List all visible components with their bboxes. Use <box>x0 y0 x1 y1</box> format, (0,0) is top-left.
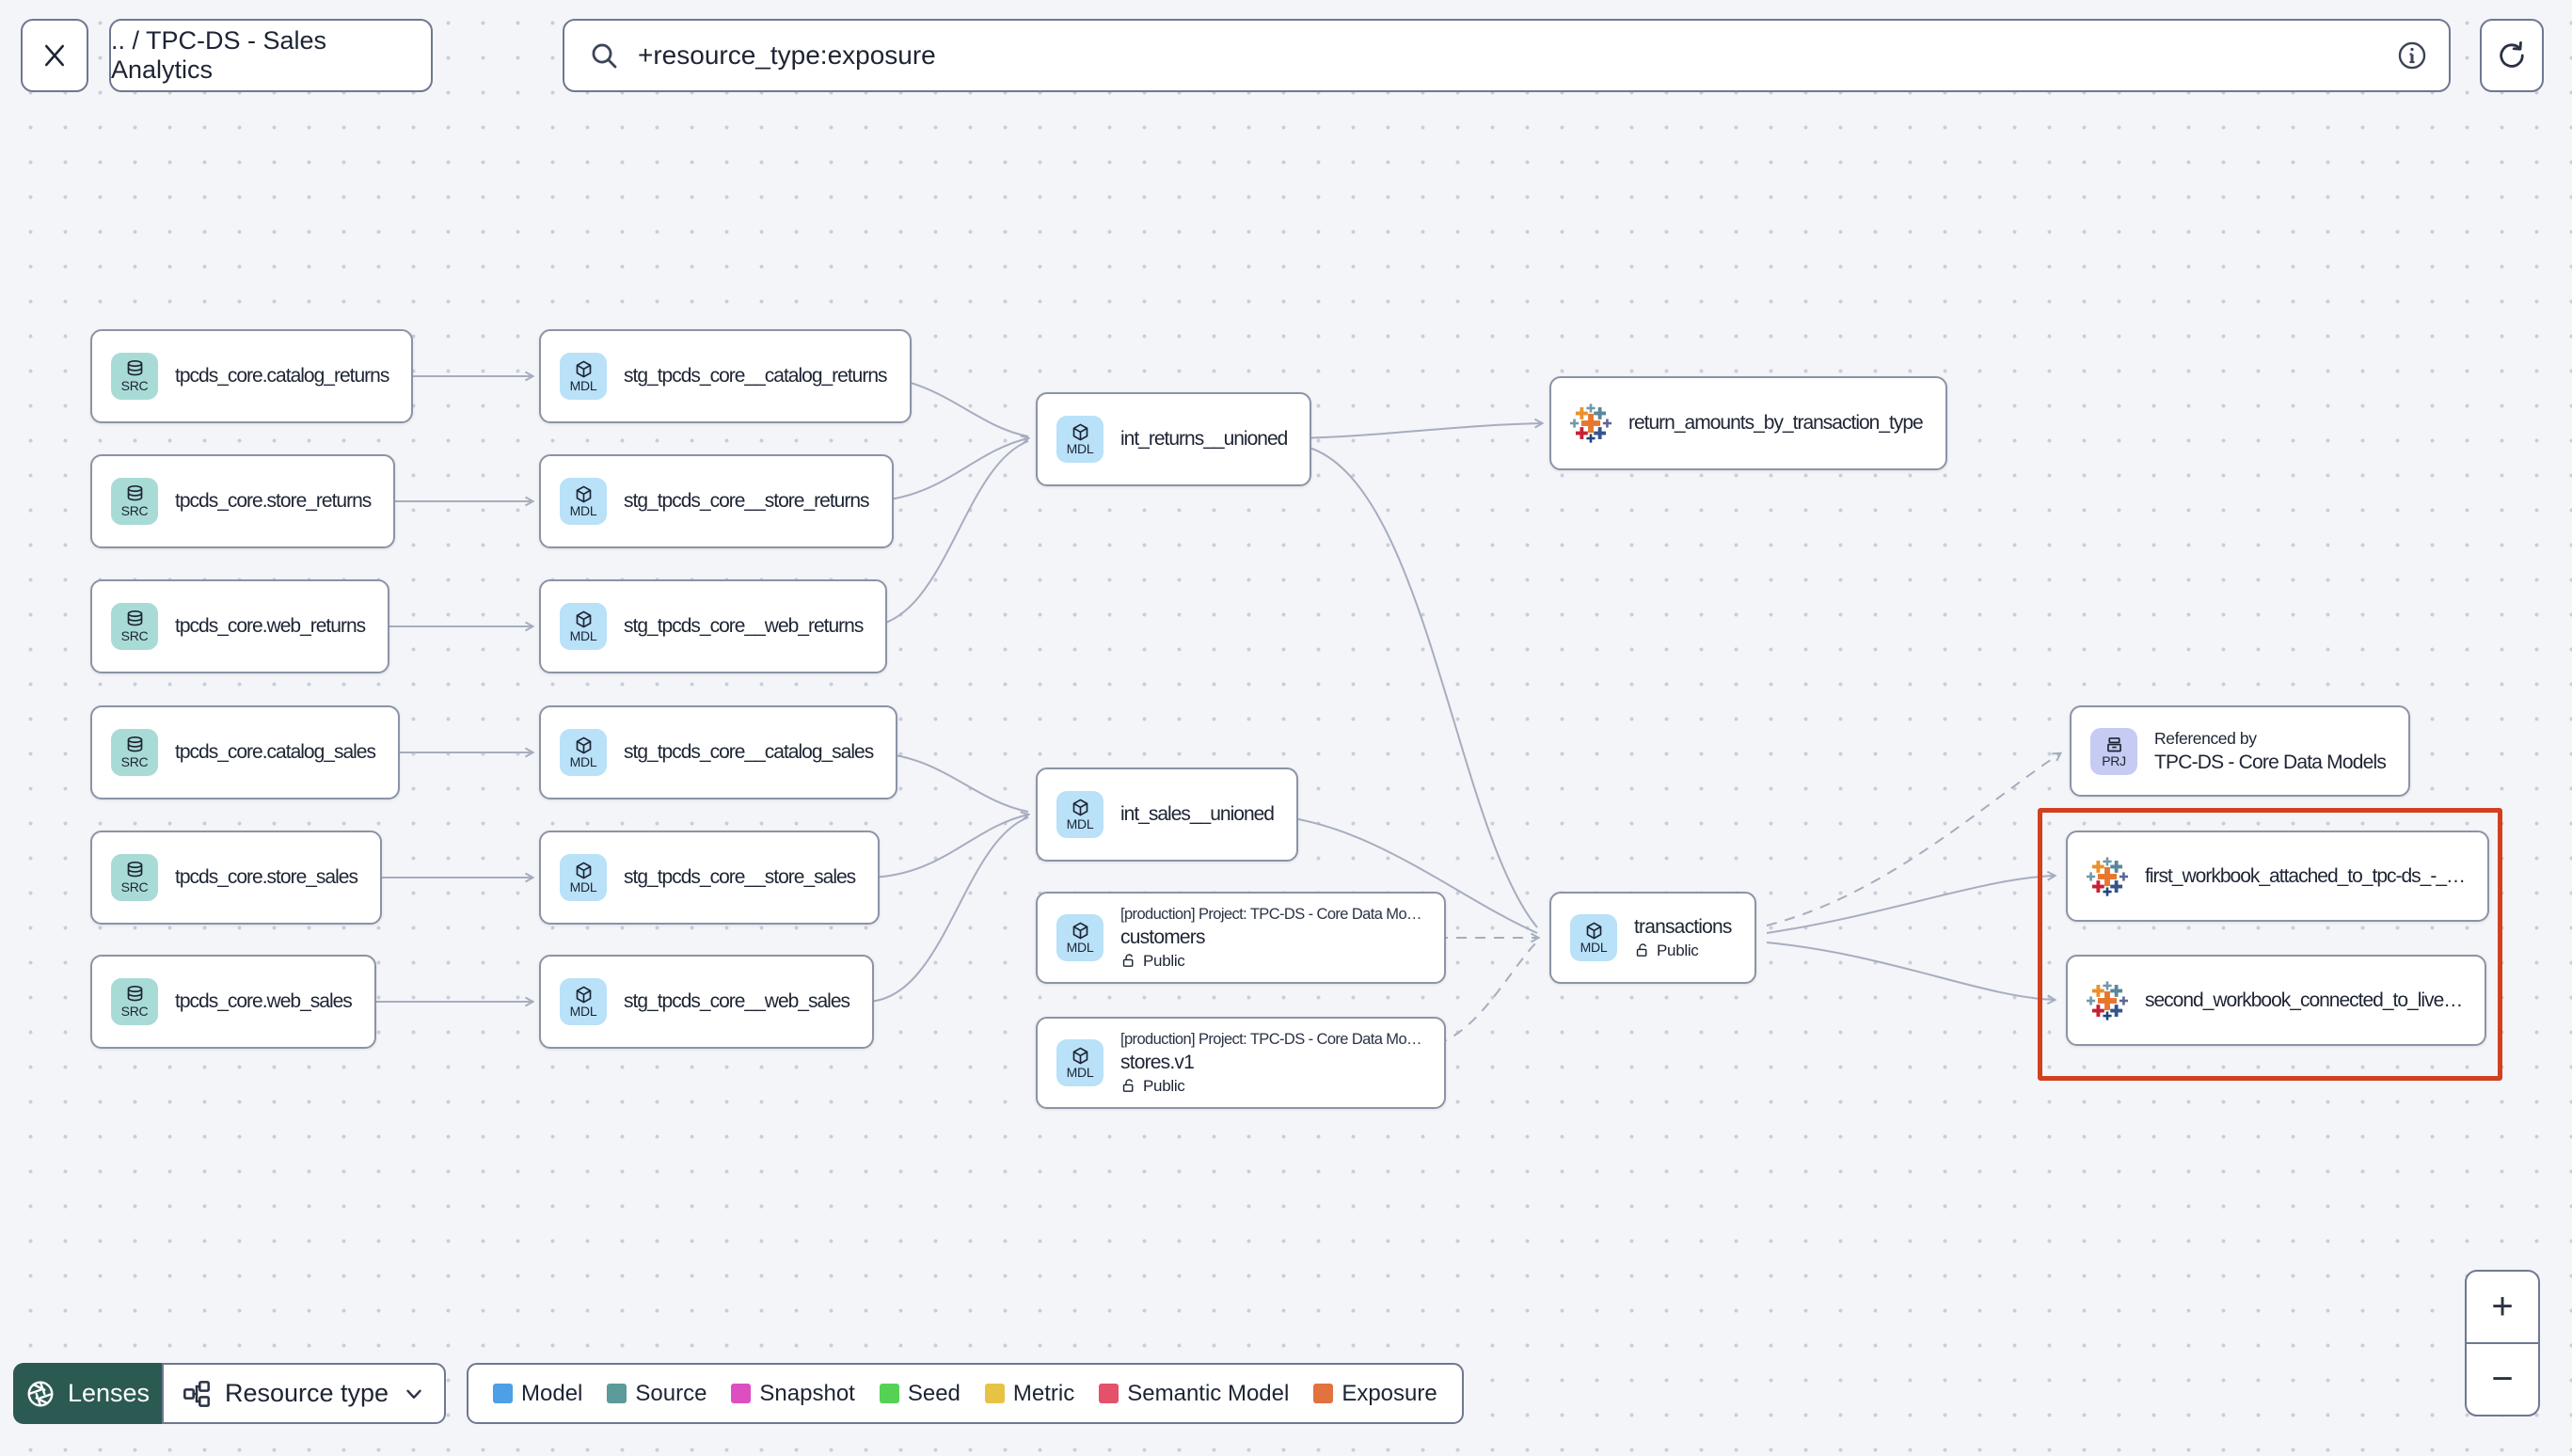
node-source-catalog-sales[interactable]: SRC tpcds_core.catalog_sales <box>90 705 400 799</box>
model-badge-icon: MDL <box>1056 914 1103 961</box>
model-badge-icon: MDL <box>1056 791 1103 838</box>
access-label: Public <box>1657 941 1699 959</box>
node-stg-catalog-sales[interactable]: MDL stg_tpcds_core__catalog_sales <box>539 705 898 799</box>
node-exposure-return-amounts[interactable]: return_amounts_by_transaction_type <box>1549 376 1947 470</box>
tableau-icon <box>2087 980 2128 1021</box>
project-line: [production] Project: TPC-DS - Core Data… <box>1120 905 1422 923</box>
access-label: Public <box>1143 1076 1185 1095</box>
model-badge-icon: MDL <box>1570 914 1617 961</box>
lock-open-icon <box>1120 953 1136 969</box>
referenced-project-name: TPC-DS - Core Data Models <box>2154 751 2387 773</box>
model-badge-icon: MDL <box>560 854 607 901</box>
legend-swatch-metric <box>984 1384 1005 1403</box>
breadcrumb[interactable]: .. / TPC-DS - Sales Analytics <box>109 19 433 92</box>
node-stg-store-returns[interactable]: MDL stg_tpcds_core__store_returns <box>539 454 894 548</box>
legend-swatch-exposure <box>1313 1384 1334 1403</box>
lock-open-icon <box>1634 942 1650 958</box>
legend-item-exposure: Exposure <box>1313 1381 1437 1407</box>
model-badge-icon: MDL <box>560 478 607 525</box>
search-input[interactable] <box>636 40 2396 71</box>
node-transactions[interactable]: MDL transactions Public <box>1549 892 1756 984</box>
legend-swatch-source <box>607 1384 627 1403</box>
node-exposure-first-workbook[interactable]: first_workbook_attached_to_tpc-ds_-_… <box>2066 831 2490 922</box>
aperture-icon <box>25 1379 56 1409</box>
lock-open-icon <box>1120 1078 1136 1094</box>
node-stores-v1[interactable]: MDL [production] Project: TPC-DS - Core … <box>1036 1017 1446 1109</box>
resource-tree-icon <box>182 1379 212 1409</box>
model-badge-icon: MDL <box>560 729 607 776</box>
legend-swatch-model <box>493 1384 513 1403</box>
referenced-by-title: Referenced by <box>2154 728 2257 748</box>
model-badge-icon: MDL <box>560 978 607 1025</box>
legend-item-seed: Seed <box>879 1381 961 1407</box>
node-source-web-returns[interactable]: SRC tpcds_core.web_returns <box>90 579 390 673</box>
node-stg-catalog-returns[interactable]: MDL stg_tpcds_core__catalog_returns <box>539 329 912 423</box>
highlight-rectangle <box>2038 808 2502 1081</box>
legend-item-model: Model <box>493 1381 582 1407</box>
search-bar[interactable] <box>563 19 2451 92</box>
model-badge-icon: MDL <box>560 353 607 400</box>
refresh-button[interactable] <box>2480 19 2544 92</box>
source-badge-icon: SRC <box>111 978 158 1025</box>
legend-swatch-seed <box>879 1384 899 1403</box>
access-label: Public <box>1143 951 1185 970</box>
project-line: [production] Project: TPC-DS - Core Data… <box>1120 1030 1422 1048</box>
tableau-icon <box>2087 856 2128 897</box>
breadcrumb-label: .. / TPC-DS - Sales Analytics <box>111 26 327 84</box>
resource-type-legend: Model Source Snapshot Seed Metric Semant… <box>467 1363 1464 1424</box>
node-source-web-sales[interactable]: SRC tpcds_core.web_sales <box>90 955 376 1049</box>
node-exposure-second-workbook[interactable]: second_workbook_connected_to_live… <box>2066 955 2487 1046</box>
node-stg-web-sales[interactable]: MDL stg_tpcds_core__web_sales <box>539 955 875 1049</box>
model-name: transactions <box>1634 915 1732 938</box>
node-stg-web-returns[interactable]: MDL stg_tpcds_core__web_returns <box>539 579 888 673</box>
legend-item-snapshot: Snapshot <box>731 1381 855 1407</box>
node-stg-store-sales[interactable]: MDL stg_tpcds_core__store_sales <box>539 831 881 925</box>
chevron-down-icon <box>402 1382 426 1406</box>
source-badge-icon: SRC <box>111 353 158 400</box>
node-source-store-returns[interactable]: SRC tpcds_core.store_returns <box>90 454 396 548</box>
source-badge-icon: SRC <box>111 478 158 525</box>
legend-swatch-snapshot <box>731 1384 752 1403</box>
node-int-returns-unioned[interactable]: MDL int_returns__unioned <box>1036 392 1312 486</box>
node-referenced-by-project[interactable]: PRJ Referenced by TPC-DS - Core Data Mod… <box>2070 705 2411 797</box>
resource-type-dropdown[interactable]: Resource type <box>162 1363 446 1424</box>
model-badge-icon: MDL <box>1056 416 1103 463</box>
model-badge-icon: MDL <box>1056 1039 1103 1086</box>
legend-swatch-semantic-model <box>1099 1384 1119 1403</box>
project-badge-icon: PRJ <box>2090 727 2137 775</box>
model-badge-icon: MDL <box>560 603 607 650</box>
source-badge-icon: SRC <box>111 854 158 901</box>
node-source-catalog-returns[interactable]: SRC tpcds_core.catalog_returns <box>90 329 414 423</box>
resource-type-label: Resource type <box>224 1379 389 1407</box>
node-customers[interactable]: MDL [production] Project: TPC-DS - Core … <box>1036 892 1446 984</box>
lenses-label: Lenses <box>67 1379 151 1407</box>
close-button[interactable] <box>21 19 88 92</box>
minus-icon: − <box>2491 1358 2514 1400</box>
model-name: customers <box>1120 926 1205 948</box>
zoom-in-button[interactable]: + <box>2467 1272 2538 1344</box>
legend-item-source: Source <box>607 1381 707 1407</box>
zoom-controls: + − <box>2465 1270 2540 1416</box>
lenses-button[interactable]: Lenses <box>13 1363 162 1424</box>
tableau-icon <box>1570 403 1611 444</box>
node-source-store-sales[interactable]: SRC tpcds_core.store_sales <box>90 831 382 925</box>
source-badge-icon: SRC <box>111 729 158 776</box>
legend-item-semantic-model: Semantic Model <box>1099 1381 1289 1407</box>
source-badge-icon: SRC <box>111 603 158 650</box>
plus-icon: + <box>2491 1286 2514 1327</box>
node-int-sales-unioned[interactable]: MDL int_sales__unioned <box>1036 768 1298 862</box>
zoom-out-button[interactable]: − <box>2467 1344 2538 1415</box>
model-name: stores.v1 <box>1120 1051 1195 1073</box>
legend-item-metric: Metric <box>984 1381 1074 1407</box>
